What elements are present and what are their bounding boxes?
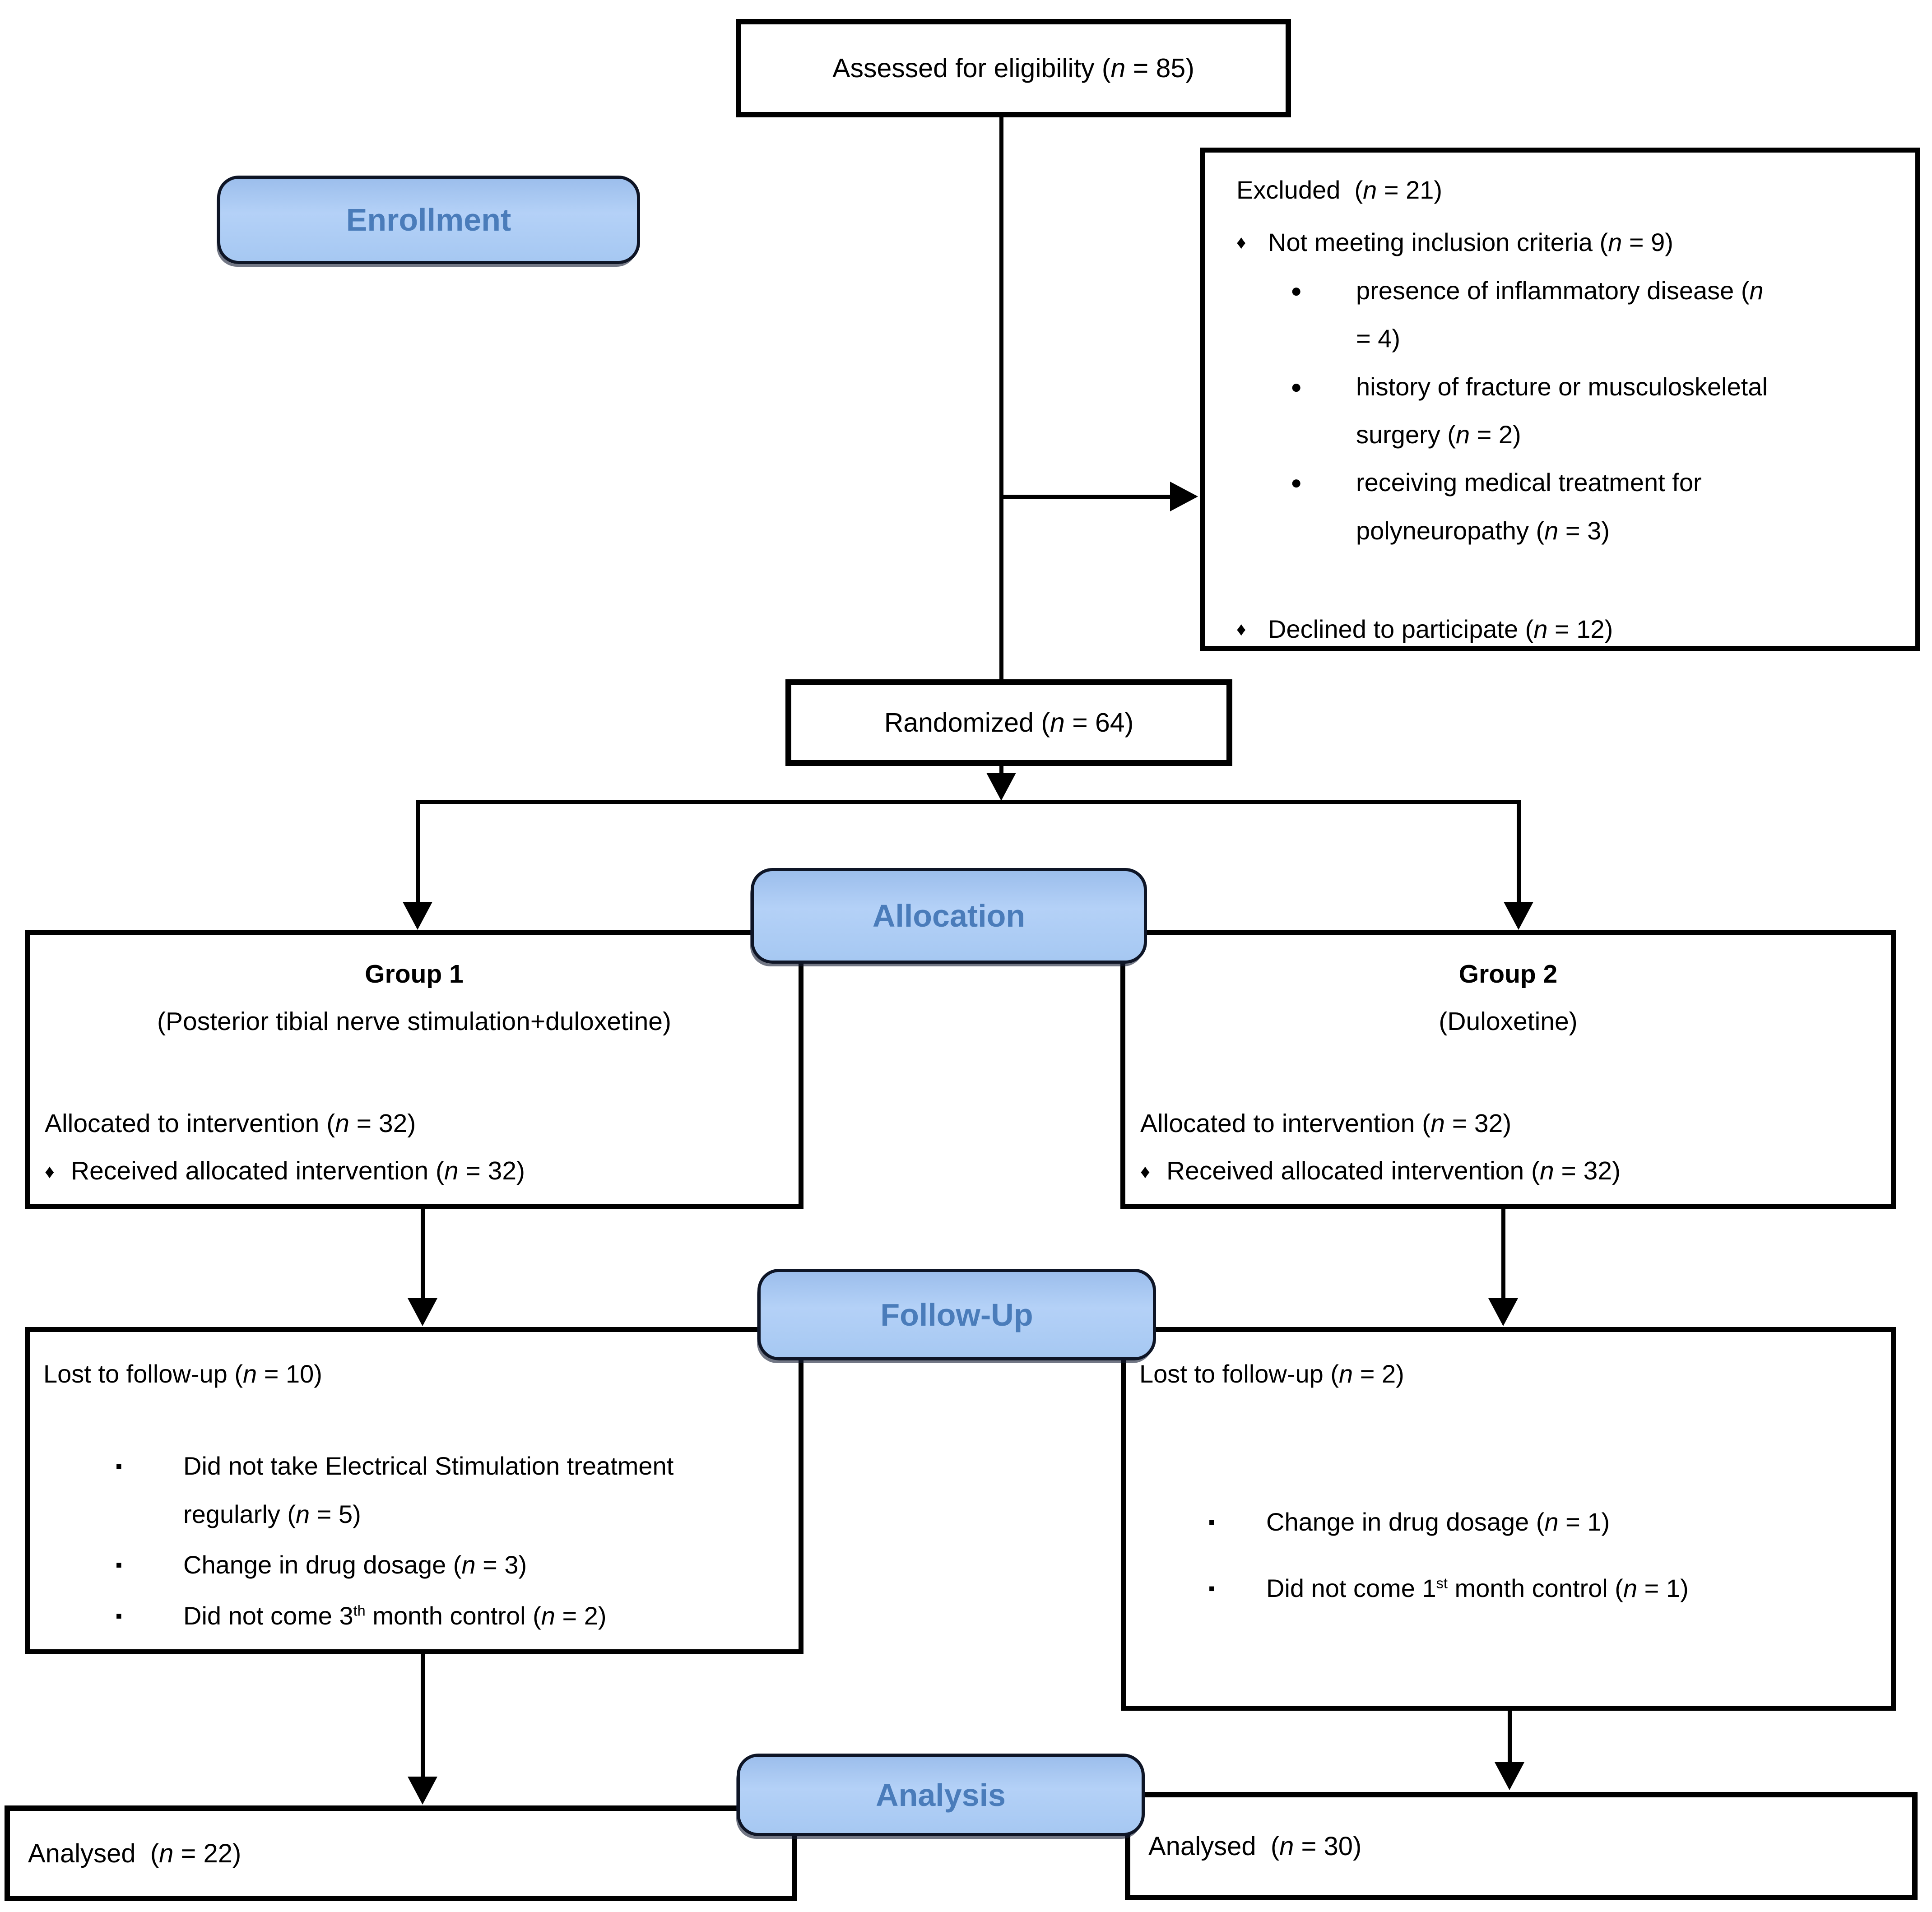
analysis-stage-text: Analysis [876,1777,1006,1813]
excluded-item-text: Not meeting inclusion criteria (n = 9) [1268,228,1673,257]
excluded-box: Excluded (n = 21) ♦ Not meeting inclusio… [1200,148,1920,651]
group2-received-row: ♦ Received allocated intervention (n = 3… [1137,1147,1880,1196]
connector-assessed-randomized [999,116,1003,680]
connector-followup2-analysed [1508,1710,1512,1763]
followup1-item-text: Did not come 3th month control (n = 2) [183,1601,607,1630]
square-bullet-icon: ▪ [1208,1577,1215,1599]
followup2-item: ▪ Change in drug dosage (n = 1) [1208,1498,1880,1546]
allocation-stage-text: Allocation [872,898,1026,933]
connector-group1-followup [421,1208,425,1299]
connector-followup1-analysed [421,1653,425,1777]
excluded-title: Excluded (n = 21) [1236,176,1443,204]
group1-title: Group 1 [365,960,464,988]
enrollment-stage-label: Enrollment [217,176,640,264]
group1-received-text: Received allocated intervention (n = 32) [71,1156,525,1186]
assessed-eligibility-box: Assessed for eligibility (n = 85) [736,19,1291,117]
group1-received-row: ♦ Received allocated intervention (n = 3… [41,1147,787,1196]
followup2-item-text: Change in drug dosage (n = 1) [1266,1508,1610,1536]
followup2-item: ▪ Did not come 1st month control (n = 1) [1208,1564,1880,1612]
followup1-item: ▪ Did not take Electrical Stimulation tr… [116,1442,787,1538]
square-bullet-icon: ▪ [1208,1511,1215,1533]
allocation-stage-label: Allocation [751,868,1147,964]
excluded-subitem: ● receiving medical treatment for polyne… [1291,459,1904,555]
arrowhead-to-excluded-icon [1170,482,1198,511]
connector-split-group2 [1517,800,1521,903]
group2-box: Group 2 (Duloxetine) Allocated to interv… [1120,930,1896,1209]
diamond-bullet-icon: ♦ [1140,1161,1150,1183]
excluded-item: ♦ Not meeting inclusion criteria (n = 9) [1236,218,1904,266]
arrowhead-to-analysed2-icon [1495,1762,1524,1790]
connector-branch-excluded [1001,495,1171,499]
analysed1-text: Analysed (n = 22) [28,1838,241,1868]
connector-split-group1 [416,800,420,903]
split-line [416,800,1521,804]
followup2-items: ▪ Change in drug dosage (n = 1) ▪ Did no… [1139,1498,1880,1612]
enrollment-stage-text: Enrollment [346,202,511,237]
diamond-bullet-icon: ♦ [1236,618,1246,640]
arrowhead-split-icon [986,773,1016,801]
group1-subtitle: (Posterior tibial nerve stimulation+dulo… [157,1007,671,1036]
analysed1-box: Analysed (n = 22) [5,1805,797,1901]
followup-stage-label: Follow-Up [757,1269,1156,1360]
square-bullet-icon: ▪ [116,1554,122,1576]
followup1-items: ▪ Did not take Electrical Stimulation tr… [43,1442,787,1640]
arrowhead-to-followup1-icon [408,1298,437,1326]
group1-box: Group 1 (Posterior tibial nerve stimulat… [25,930,803,1209]
followup2-item-text: Did not come 1st month control (n = 1) [1266,1573,1689,1602]
connector-randomized-split [999,765,1003,774]
connector-group2-followup [1501,1208,1505,1299]
assessed-eligibility-text: Assessed for eligibility (n = 85) [832,53,1194,83]
arrowhead-to-analysed1-icon [408,1777,437,1805]
randomized-text: Randomized (n = 64) [884,708,1134,738]
excluded-subitem: ● presence of inflammatory disease (n = … [1291,267,1904,363]
square-bullet-icon: ▪ [116,1455,122,1477]
square-bullet-icon: ▪ [116,1605,122,1626]
arrowhead-to-group1-icon [403,902,432,930]
excluded-subitem-text: presence of inflammatory disease (n = 4) [1356,276,1771,353]
arrowhead-to-followup2-icon [1488,1298,1518,1326]
followup1-item: ▪ Change in drug dosage (n = 3) [116,1541,787,1589]
randomized-box: Randomized (n = 64) [785,679,1232,766]
analysed2-box: Analysed (n = 30) [1125,1792,1918,1900]
group2-subtitle: (Duloxetine) [1439,1007,1578,1036]
group2-title: Group 2 [1458,960,1558,988]
followup2-box: Lost to follow-up (n = 2) ▪ Change in dr… [1121,1327,1896,1711]
followup2-title: Lost to follow-up (n = 2) [1139,1360,1404,1388]
arrowhead-to-group2-icon [1504,902,1533,930]
dot-bullet-icon: ● [1291,472,1302,493]
excluded-item: ♦ Declined to participate (n = 12) [1236,605,1904,653]
group1-allocated-text: Allocated to intervention (n = 32) [45,1109,416,1138]
excluded-subitem-text: history of fracture or musculoskeletal s… [1356,372,1775,449]
group2-allocated-text: Allocated to intervention (n = 32) [1140,1109,1512,1138]
followup1-item: ▪ Did not come 3th month control (n = 2) [116,1592,787,1640]
diamond-bullet-icon: ♦ [1236,232,1246,253]
analysed2-text: Analysed (n = 30) [1148,1831,1362,1861]
followup1-item-text: Change in drug dosage (n = 3) [183,1550,527,1579]
followup1-box: Lost to follow-up (n = 10) ▪ Did not tak… [25,1327,803,1654]
analysis-stage-label: Analysis [737,1754,1145,1836]
excluded-subitem-text: receiving medical treatment for polyneur… [1356,468,1709,545]
followup1-title: Lost to follow-up (n = 10) [43,1360,322,1388]
group2-received-text: Received allocated intervention (n = 32) [1166,1156,1621,1186]
excluded-subitem: ● history of fracture or musculoskeletal… [1291,363,1904,459]
followup1-item-text: Did not take Electrical Stimulation trea… [183,1452,681,1528]
excluded-item-text: Declined to participate (n = 12) [1268,615,1613,644]
dot-bullet-icon: ● [1291,279,1302,301]
diamond-bullet-icon: ♦ [45,1161,55,1183]
dot-bullet-icon: ● [1291,376,1302,397]
followup-stage-text: Follow-Up [880,1297,1033,1332]
